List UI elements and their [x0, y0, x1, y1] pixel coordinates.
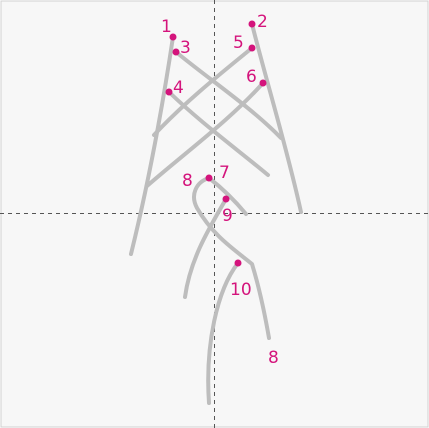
- start-dot-5: [248, 44, 256, 52]
- stroke-5: [152, 46, 254, 137]
- stroke-number-2: 2: [257, 12, 268, 32]
- start-dot-10: [234, 259, 242, 267]
- start-dot-6: [259, 79, 267, 87]
- stroke-number-10: 10: [230, 280, 252, 300]
- start-dot-2: [248, 20, 256, 28]
- stroke-1: [129, 35, 175, 256]
- stroke-number-9: 9: [222, 206, 233, 226]
- stroke-10: [206, 261, 240, 405]
- stroke-number-5: 5: [233, 33, 244, 53]
- character-strokes: [129, 22, 303, 405]
- stroke-number-8-end: 8: [268, 348, 279, 368]
- stroke-2: [250, 22, 303, 214]
- stroke-number-4: 4: [173, 78, 184, 98]
- stroke-3: [174, 50, 283, 140]
- stroke-number-1: 1: [161, 17, 172, 37]
- start-dot-3: [172, 48, 180, 56]
- stroke-4: [167, 90, 270, 177]
- stroke-9: [183, 197, 228, 299]
- start-dot-7-8: [205, 174, 213, 182]
- stroke-number-6: 6: [246, 67, 257, 87]
- stroke-number-7: 7: [219, 163, 230, 183]
- stroke-8: [192, 176, 271, 340]
- stroke-7: [207, 176, 248, 216]
- stroke-start-dots: [165, 20, 267, 267]
- stroke-6: [145, 81, 265, 188]
- stroke-order-labels: 1 2 3 4 5 6 7 8 9 10 8: [161, 12, 279, 368]
- stroke-number-3: 3: [180, 38, 191, 58]
- start-dot-1: [169, 33, 177, 41]
- stroke-number-8-start: 8: [182, 171, 193, 191]
- start-dot-4: [165, 88, 173, 96]
- start-dot-9: [222, 195, 230, 203]
